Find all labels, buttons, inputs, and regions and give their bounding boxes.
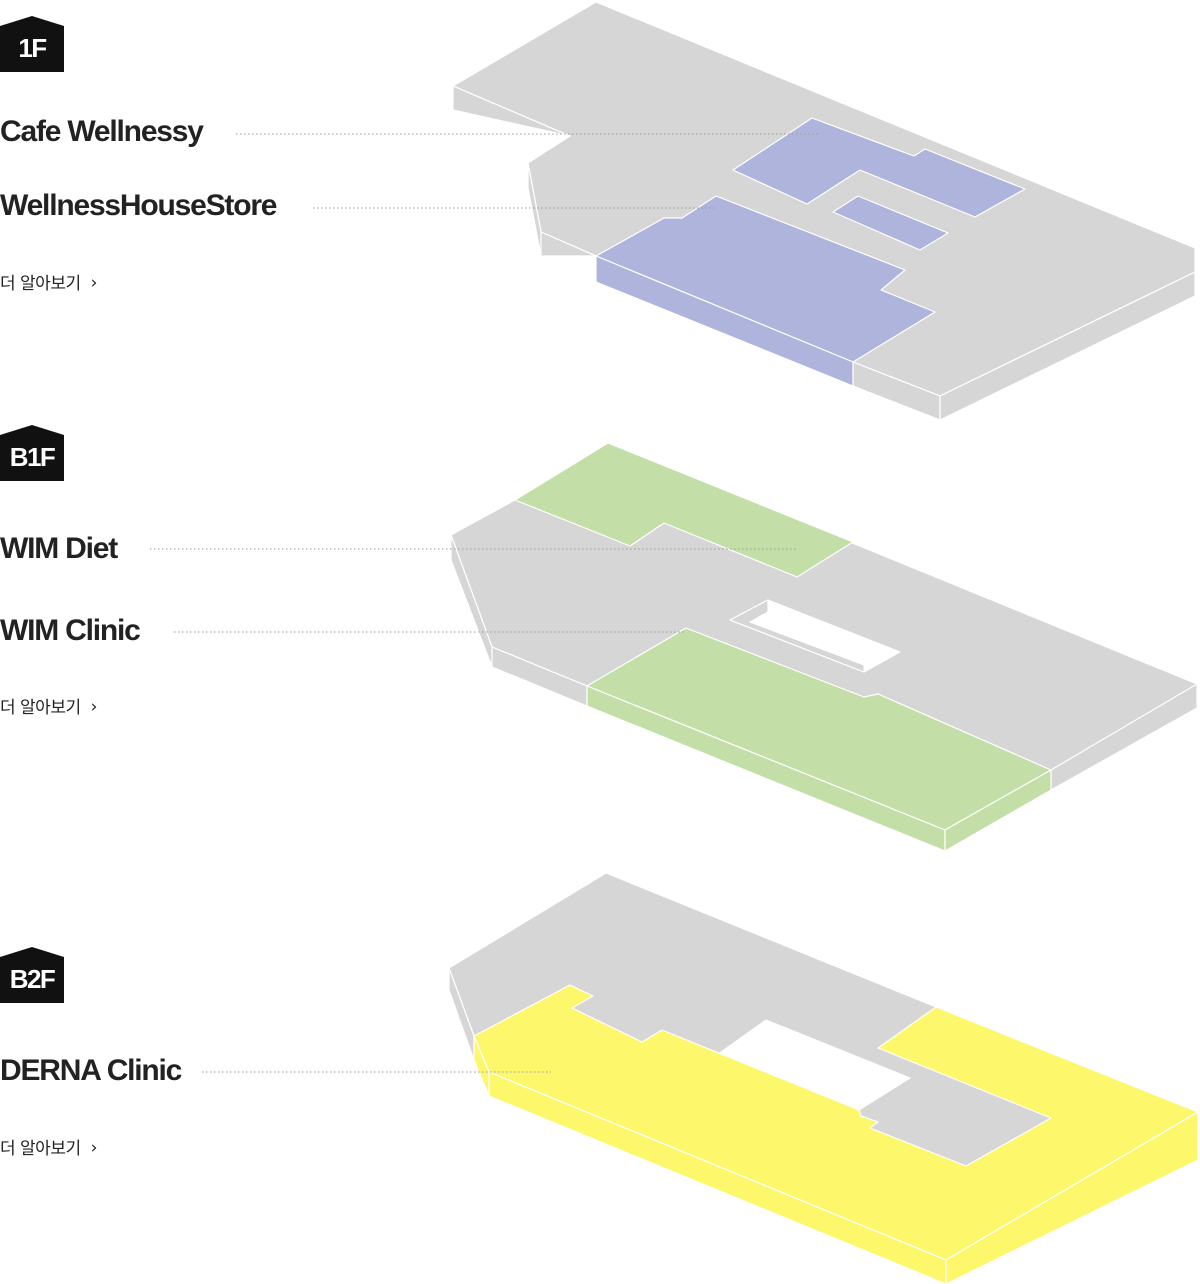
- floor-b1f-atrium-wall: [729, 599, 865, 673]
- more-link-label: 더 알아보기: [0, 274, 81, 294]
- floor-1f-edge: [540, 231, 597, 257]
- more-link-b1f[interactable]: 더 알아보기 ›: [0, 696, 97, 720]
- floor-plan-b1f: [450, 442, 1198, 852]
- floor-badge-1f: 1F: [0, 16, 64, 72]
- floor-badge-shape: [0, 16, 64, 72]
- chevron-right-icon: ›: [90, 273, 98, 293]
- tenant-label-derna-clinic[interactable]: DERNA Clinic: [0, 1053, 192, 1089]
- floor-1f-zone-cafe-inner: [832, 195, 949, 251]
- tenant-label-wellnesshousestore[interactable]: WellnessHouseStore: [0, 188, 287, 224]
- floor-badge-b2f: B2F: [0, 947, 64, 1003]
- floor-badge-label: B1F: [9, 442, 56, 472]
- floor-plan-1f: [452, 1, 1196, 421]
- more-link-label: 더 알아보기: [0, 1139, 81, 1159]
- chevron-right-icon: ›: [90, 697, 98, 717]
- floor-1f-zone-store: [595, 195, 936, 363]
- floor-badge-label: B2F: [9, 964, 56, 994]
- floor-b2f-zone-derna-edge: [945, 1111, 1199, 1284]
- floor-1f-edge: [939, 271, 1196, 421]
- floor-b1f-zone-diet: [514, 442, 854, 578]
- floor-1f-zone-store-edge: [595, 255, 854, 387]
- more-link-1f[interactable]: 더 알아보기 ›: [0, 272, 97, 296]
- floor-badge-shape: [0, 425, 64, 481]
- chevron-right-icon: ›: [90, 1138, 98, 1158]
- floor-1f-edge: [452, 85, 571, 137]
- tenant-label-wim-clinic[interactable]: WIM Clinic: [0, 613, 150, 649]
- floor-1f-zone-cafe: [732, 117, 1026, 218]
- more-link-b2f[interactable]: 더 알아보기 ›: [0, 1137, 97, 1161]
- more-link-label: 더 알아보기: [0, 698, 81, 718]
- floor-badge-label: 1F: [18, 33, 47, 63]
- floor-b1f-zone-clinic-edge: [944, 769, 1052, 852]
- floor-badge-shape: [0, 947, 64, 1003]
- tenant-label-cafe-wellnessy[interactable]: Cafe Wellnessy: [0, 114, 213, 150]
- floor-plan-b2f: [448, 872, 1199, 1284]
- tenant-label-wim-diet[interactable]: WIM Diet: [0, 531, 128, 567]
- floor-b2f-zone-derna-edge: [488, 1071, 947, 1284]
- floor-badge-b1f: B1F: [0, 425, 64, 481]
